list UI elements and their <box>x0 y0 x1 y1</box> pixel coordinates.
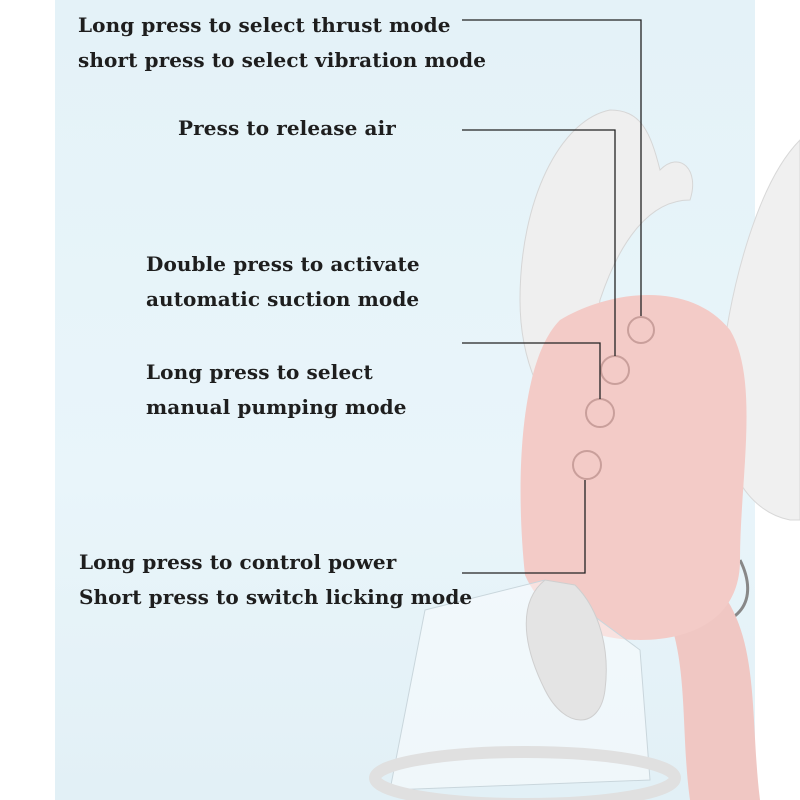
pumping-line-2: manual pumping mode <box>146 395 407 419</box>
pumping-annotation: Long press to select manual pumping mode <box>146 355 407 425</box>
leader-lines <box>462 19 642 574</box>
tongue <box>525 579 607 721</box>
power-line-1: Long press to control power <box>79 550 397 574</box>
thrust-annotation: Long press to select thrust mode short p… <box>78 8 486 78</box>
power-line-2: Short press to switch licking mode <box>79 585 473 609</box>
suction-line-1: Double press to activate <box>146 252 420 276</box>
suction-line-2: automatic suction mode <box>146 287 420 311</box>
thrust-line-1: Long press to select thrust mode <box>78 13 451 37</box>
release-air-line-1: Press to release air <box>178 116 396 140</box>
suction-annotation: Double press to activate automatic sucti… <box>146 247 420 317</box>
power-button <box>572 450 602 480</box>
release-air-annotation: Press to release air <box>178 111 396 146</box>
power-annotation: Long press to control power Short press … <box>79 545 472 615</box>
suction-rim <box>369 746 681 800</box>
pumping-line-1: Long press to select <box>146 360 373 384</box>
thrust-button <box>627 316 655 344</box>
pink-body <box>520 295 747 640</box>
handle <box>660 590 760 800</box>
thrust-line-2: short press to select vibration mode <box>78 48 487 72</box>
